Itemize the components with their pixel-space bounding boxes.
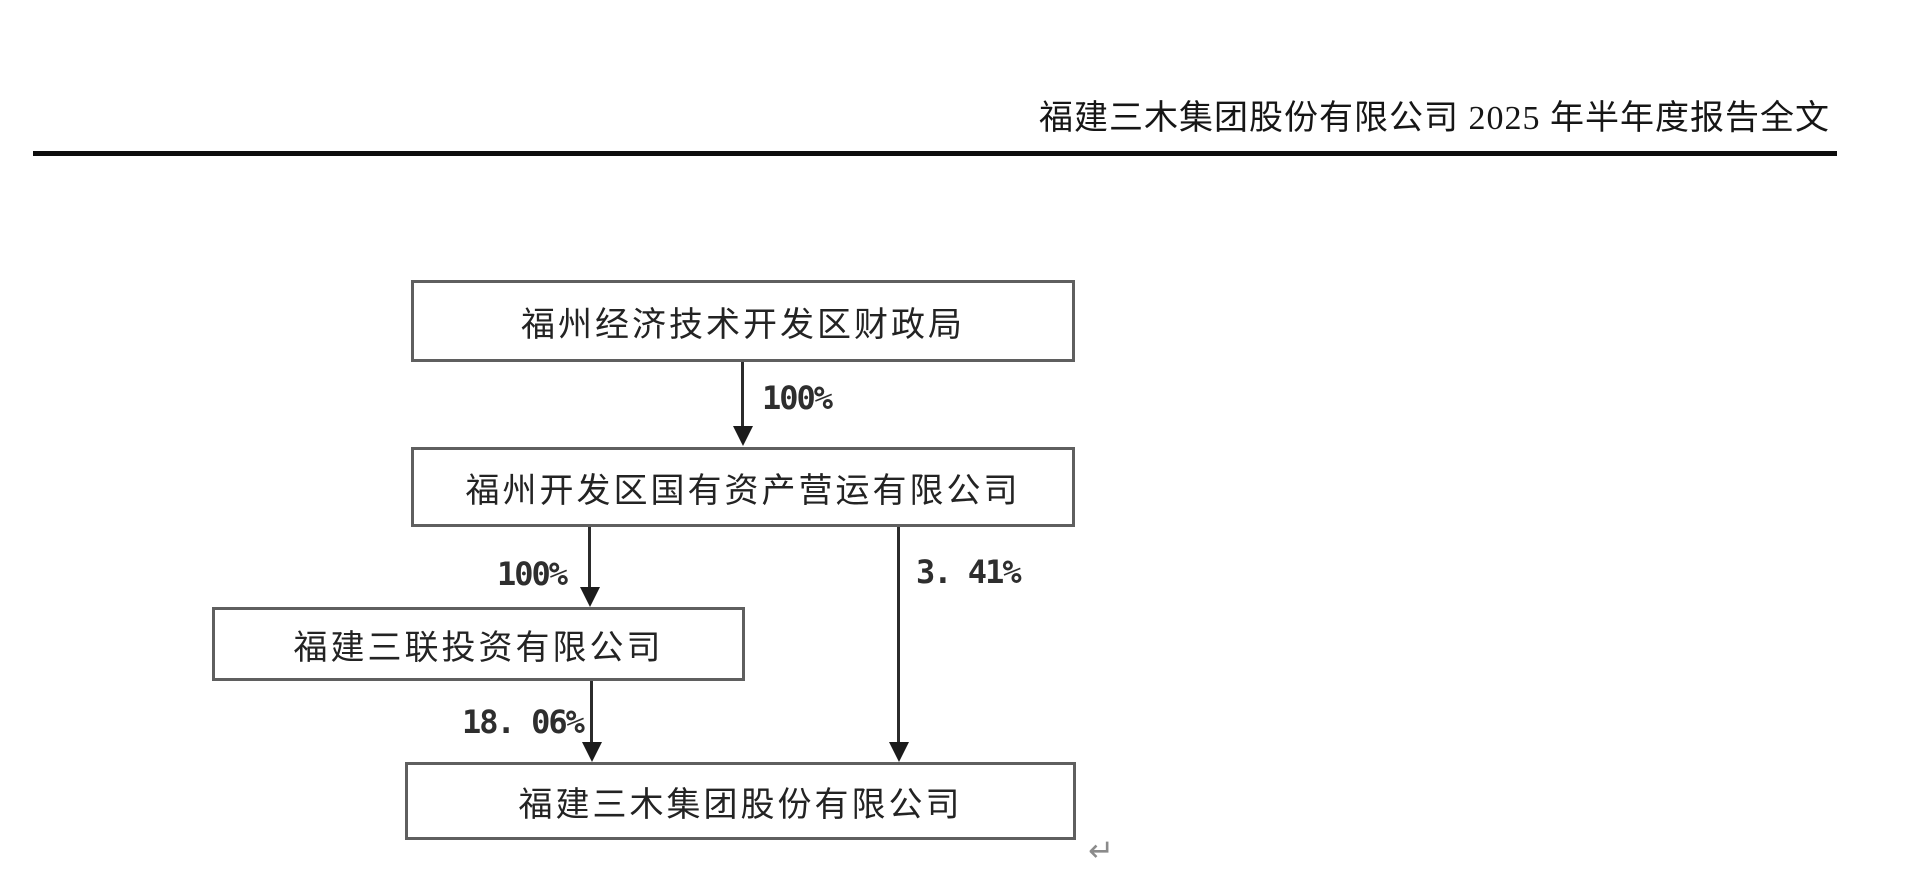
ownership-label-operation-to-sanmu: 3. 41% [916, 553, 1022, 591]
org-box-sanlian-investment: 福建三联投资有限公司 [212, 607, 745, 681]
arrowhead-down-icon [889, 742, 909, 762]
arrowhead-down-icon [733, 426, 753, 446]
ownership-label-sanlian-to-sanmu: 18. 06% [462, 703, 585, 741]
arrowhead-down-icon [580, 587, 600, 607]
page-header-title: 福建三木集团股份有限公司 2025 年半年度报告全文 [1039, 100, 1830, 137]
connector-line-bureau-to-operation [741, 362, 744, 426]
org-box-finance-bureau: 福州经济技术开发区财政局 [411, 280, 1075, 362]
connector-line-operation-to-sanmu [897, 527, 900, 742]
ownership-label-bureau-to-operation: 100% [762, 379, 833, 417]
org-box-state-owned-assets-operation: 福州开发区国有资产营运有限公司 [411, 447, 1075, 527]
arrowhead-down-icon [582, 742, 602, 762]
paragraph-return-mark-icon: ↵ [1088, 833, 1114, 869]
header-divider-rule [33, 151, 1837, 156]
connector-line-operation-to-sanlian [588, 527, 591, 587]
connector-line-sanlian-to-sanmu [590, 681, 593, 742]
ownership-label-operation-to-sanlian: 100% [497, 555, 568, 593]
org-box-sanmu-group: 福建三木集团股份有限公司 [405, 762, 1076, 840]
